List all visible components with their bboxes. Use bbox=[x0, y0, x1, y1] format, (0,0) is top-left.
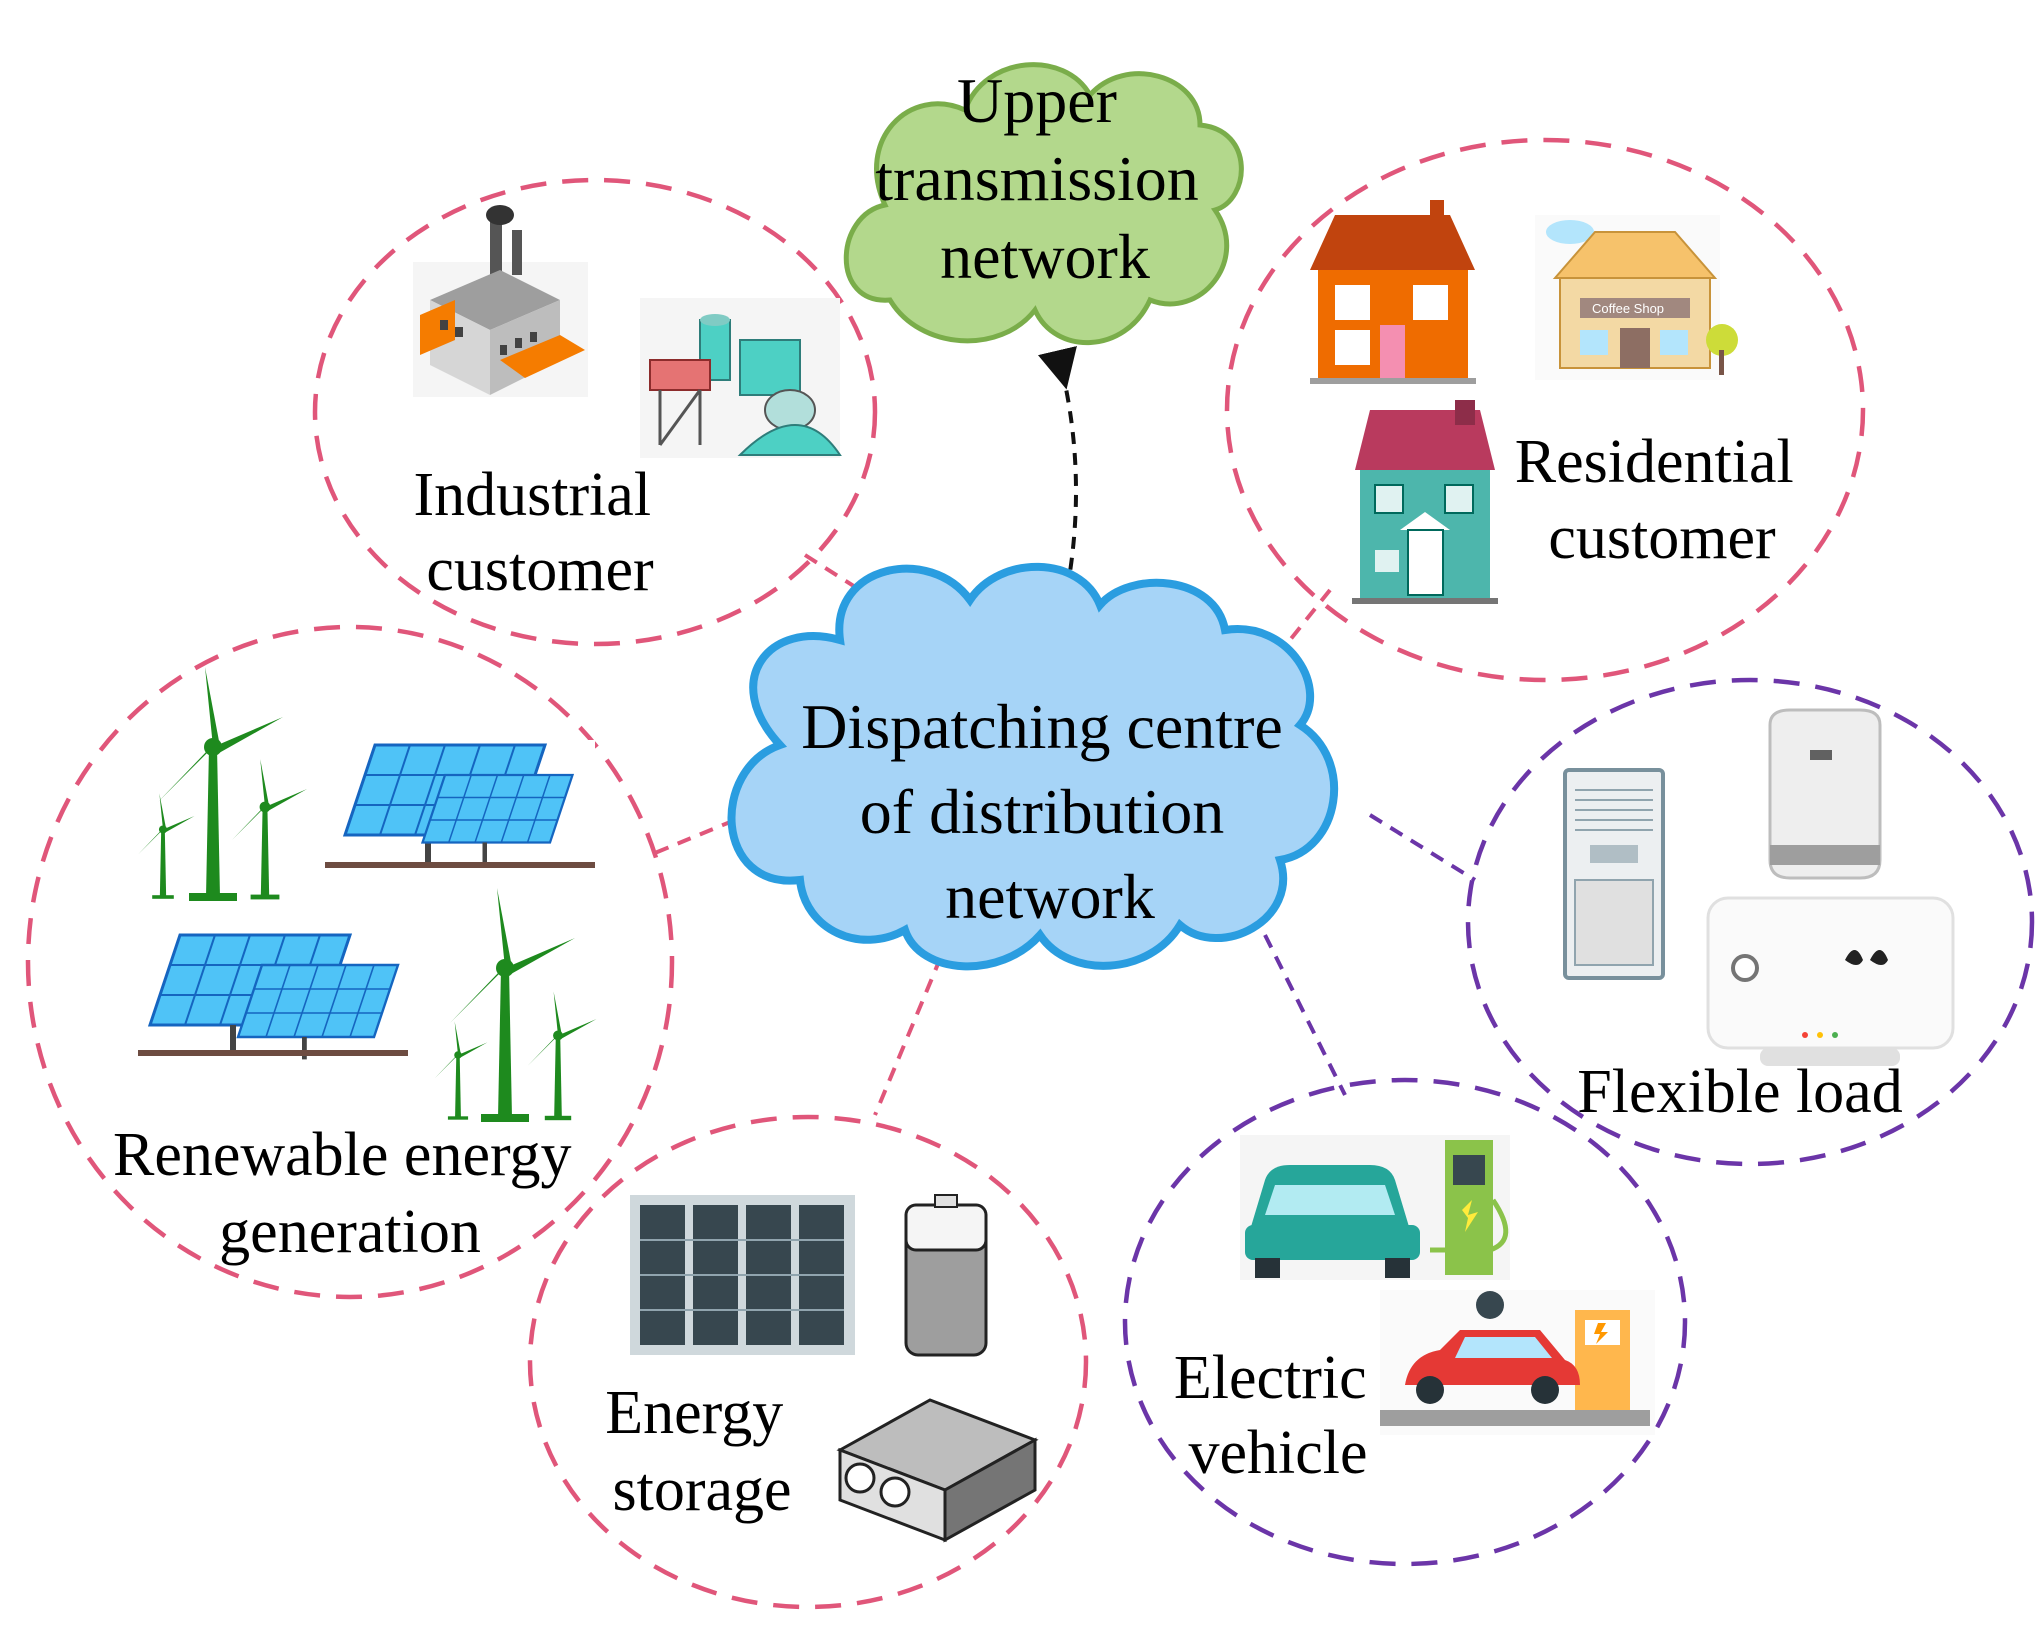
factory-icon bbox=[413, 205, 588, 397]
wall-heater-icon bbox=[1706, 896, 1955, 1066]
electric-vehicle-label: Electric vehicle bbox=[1174, 1344, 1382, 1487]
car-charger-icon bbox=[1240, 1135, 1510, 1280]
group-circle-storage bbox=[527, 1114, 1089, 1610]
group-circle-flexible bbox=[1465, 677, 2035, 1167]
connector-residential bbox=[1288, 588, 1332, 642]
connector-industrial bbox=[803, 553, 862, 592]
connector-ev bbox=[1263, 934, 1347, 1096]
renewable-energy-label: Renewable energy generation bbox=[113, 1121, 587, 1266]
wind-turbine-icon bbox=[138, 667, 307, 901]
group-circle-ev bbox=[1122, 1077, 1688, 1567]
wind-turbine-icon bbox=[434, 888, 597, 1122]
house-icon bbox=[1310, 200, 1476, 384]
flexible-load-label: Flexible load bbox=[1577, 1058, 1902, 1126]
coffee-shop-sign: Coffee Shop bbox=[1592, 301, 1664, 316]
group-circle-renewable bbox=[25, 624, 675, 1300]
solar-panel-icon bbox=[138, 933, 408, 1061]
connector-flexible bbox=[1368, 813, 1477, 882]
battery-rack-icon bbox=[630, 1195, 855, 1355]
connector-renewable bbox=[649, 818, 736, 857]
battery-pack-icon bbox=[836, 1398, 1039, 1543]
water-heater-icon bbox=[1768, 708, 1882, 880]
coffee-shop-icon: Coffee Shop bbox=[1535, 215, 1738, 380]
group-circle-industrial bbox=[312, 177, 878, 647]
chemical-plant-icon bbox=[640, 298, 842, 458]
charging-station-icon bbox=[1380, 1290, 1655, 1435]
solar-panel-icon bbox=[320, 740, 595, 870]
residential-customer-label: Residential customer bbox=[1515, 428, 1809, 572]
air-conditioner-icon bbox=[1563, 768, 1665, 980]
townhouse-icon bbox=[1352, 400, 1498, 604]
dispatching-centre-cloud bbox=[727, 562, 1338, 971]
industrial-customer-label: Industrial customer bbox=[413, 461, 666, 604]
upper-network-label: Upper transmission network bbox=[875, 65, 1215, 292]
dispatching-centre-label: Dispatching centre of distribution netwo… bbox=[801, 691, 1299, 932]
upper-network-cloud bbox=[843, 62, 1244, 345]
group-circle-residential bbox=[1224, 137, 1866, 683]
battery-cell-icon bbox=[904, 1194, 988, 1357]
energy-storage-label: Energy storage bbox=[605, 1379, 798, 1524]
